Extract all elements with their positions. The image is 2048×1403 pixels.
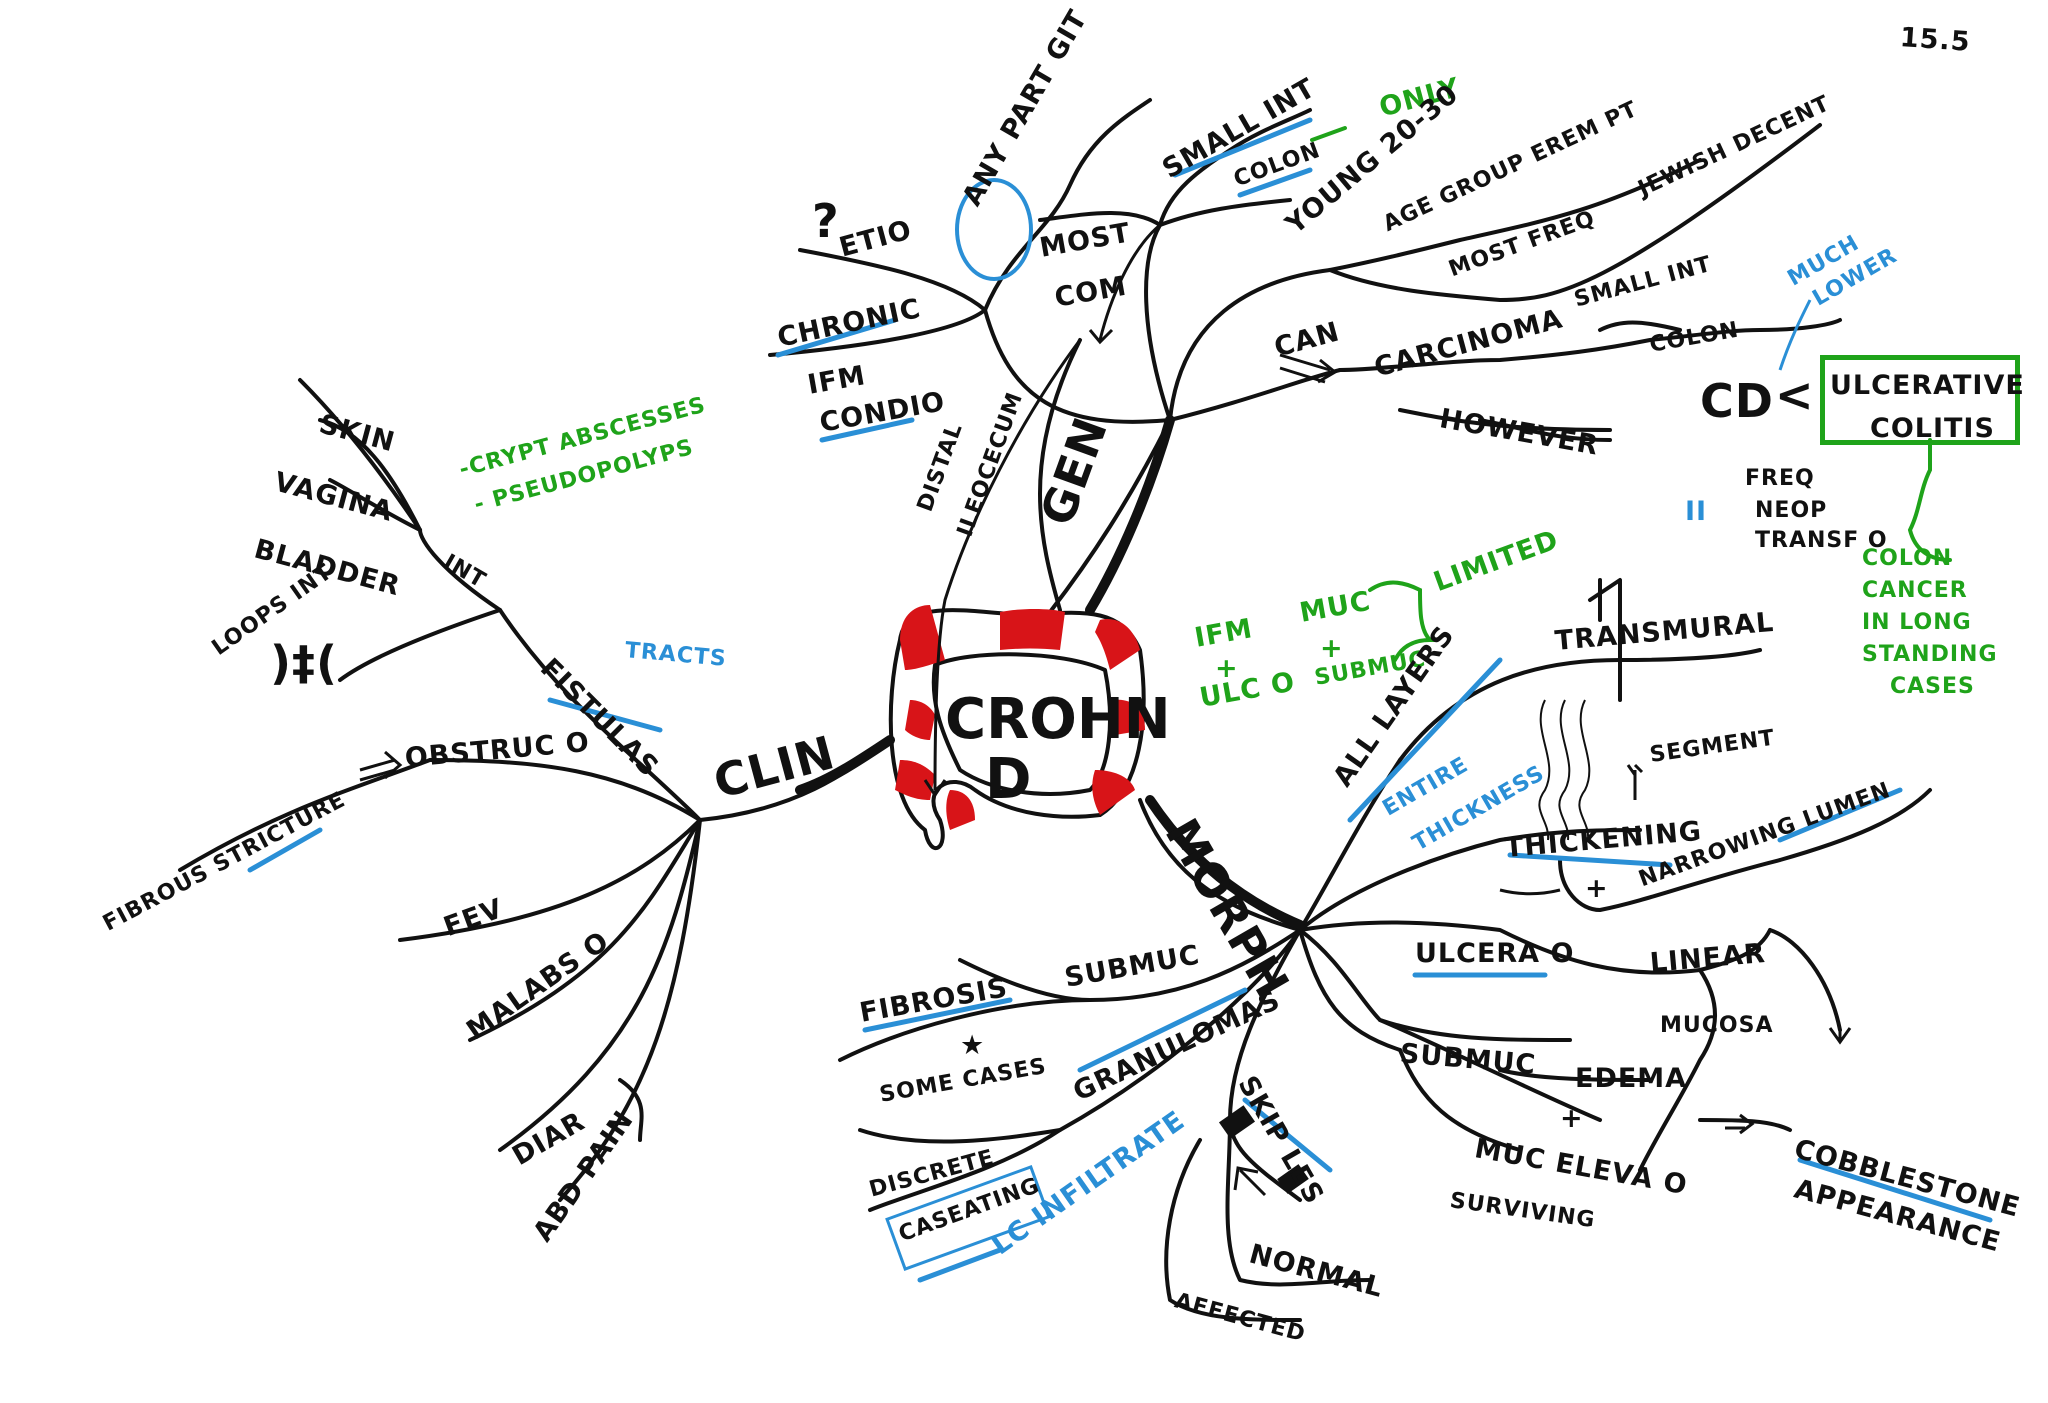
colon-red-bands [895, 605, 1145, 830]
roman-ii: II [1685, 496, 1708, 527]
plus2-label: + [1560, 1103, 1584, 1134]
colon-cancer-2: CANCER [1862, 578, 1968, 603]
center-title-line1: CROHN [945, 687, 1171, 752]
loops-symbol: )‡( [270, 636, 339, 690]
uc-line1: ULCERATIVE [1830, 370, 2025, 401]
page-number: 15.5 [1898, 22, 1972, 58]
cd-less-than: < [1775, 368, 1815, 422]
ifm-b: + [1215, 653, 1239, 684]
star-icon: ★ [960, 1030, 986, 1061]
neop-label: NEOP [1755, 498, 1828, 523]
freq-label: FREQ [1745, 466, 1815, 491]
edema-label: EDEMA [1575, 1063, 1688, 1094]
ulcera-label: ULCERA O [1415, 938, 1575, 969]
mucosa-label: MUCOSA [1660, 1013, 1774, 1038]
colon-cancer-3: IN LONG [1862, 610, 1972, 635]
center-title-line2: D [985, 747, 1032, 812]
cd-label: CD [1700, 374, 1774, 428]
any-circle [955, 178, 1033, 281]
uc-box [1820, 355, 2020, 445]
plus-label: + [1585, 873, 1609, 904]
colon-cancer-1: COLON [1862, 546, 1953, 571]
submuc-plus: + [1320, 633, 1344, 664]
skip-lesion-blocks [1218, 1105, 1309, 1194]
uc-line2: COLITIS [1870, 413, 1995, 444]
colon-cancer-5: CASES [1890, 674, 1975, 699]
colon-cancer-4: STANDING [1862, 642, 1998, 667]
transf-label: TRANSF O [1755, 528, 1888, 553]
question-mark: ? [812, 194, 840, 248]
